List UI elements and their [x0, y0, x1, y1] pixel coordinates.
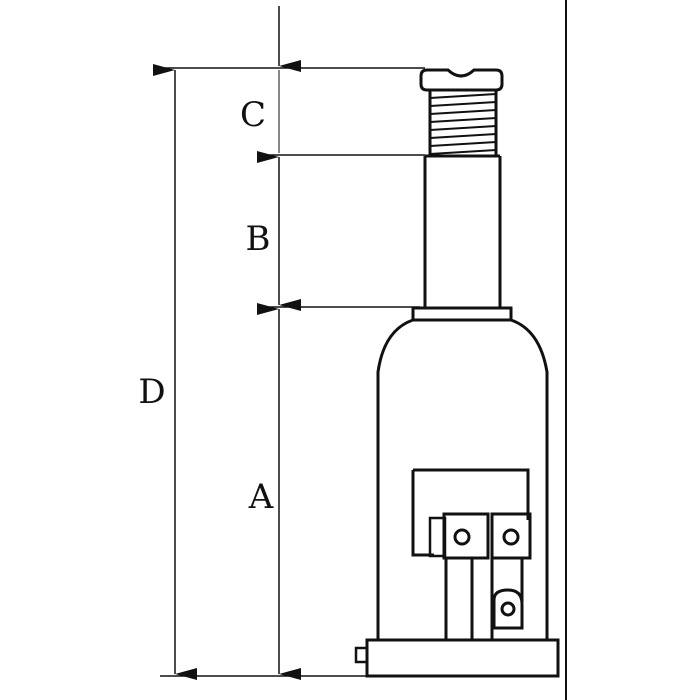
pump-housing — [411, 468, 532, 640]
pump-pivot-hole — [453, 528, 471, 546]
lower-link — [492, 588, 524, 630]
saddle-head — [419, 68, 504, 92]
extension-screw — [428, 90, 498, 156]
saddle-top — [419, 68, 504, 92]
label-a: A — [248, 477, 274, 517]
ram — [423, 154, 502, 308]
label-c: C — [240, 95, 266, 135]
label-a-background — [244, 474, 278, 514]
base-plate — [365, 638, 560, 678]
cylinder-body — [376, 318, 549, 640]
top-collar — [411, 306, 513, 322]
lower-link-hole — [500, 601, 516, 617]
pump-housing-frame — [411, 468, 530, 557]
handle-pivot-block — [490, 512, 532, 560]
release-valve — [354, 646, 369, 664]
label-b-background — [240, 216, 274, 256]
pump-pivot-block — [442, 512, 490, 560]
label-d-background — [136, 370, 170, 410]
label-b: B — [246, 219, 271, 259]
bottle-jack — [354, 68, 560, 678]
extension-lines — [160, 67, 425, 677]
handle-pivot-hole — [502, 528, 520, 546]
label-d: D — [138, 372, 165, 412]
label-c-background — [236, 92, 270, 132]
